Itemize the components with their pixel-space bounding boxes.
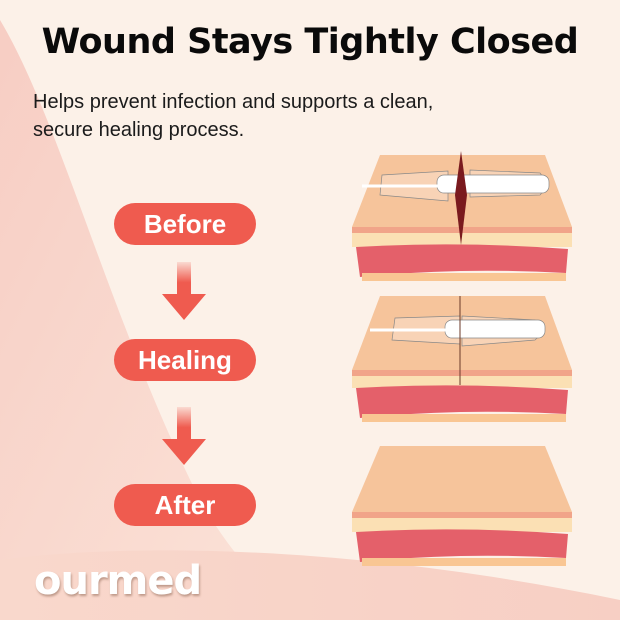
arrow-down-icon bbox=[162, 407, 206, 465]
healed-skin-illustration bbox=[352, 446, 572, 566]
subtitle: Helps prevent infection and supports a c… bbox=[33, 88, 433, 144]
subtitle-line-2: secure healing process. bbox=[33, 119, 245, 141]
arrow-down-icon bbox=[162, 262, 206, 320]
healing-wound-illustration bbox=[352, 296, 572, 422]
step-after-badge: After bbox=[114, 484, 256, 526]
subtitle-line-1: Helps prevent infection and supports a c… bbox=[33, 91, 434, 113]
step-healing-badge: Healing bbox=[114, 339, 256, 381]
step-before-badge: Before bbox=[114, 203, 256, 245]
headline: Wound Stays Tightly Closed bbox=[41, 22, 579, 62]
brand-logo: ourmed bbox=[34, 558, 202, 604]
open-wound-illustration bbox=[352, 151, 572, 281]
